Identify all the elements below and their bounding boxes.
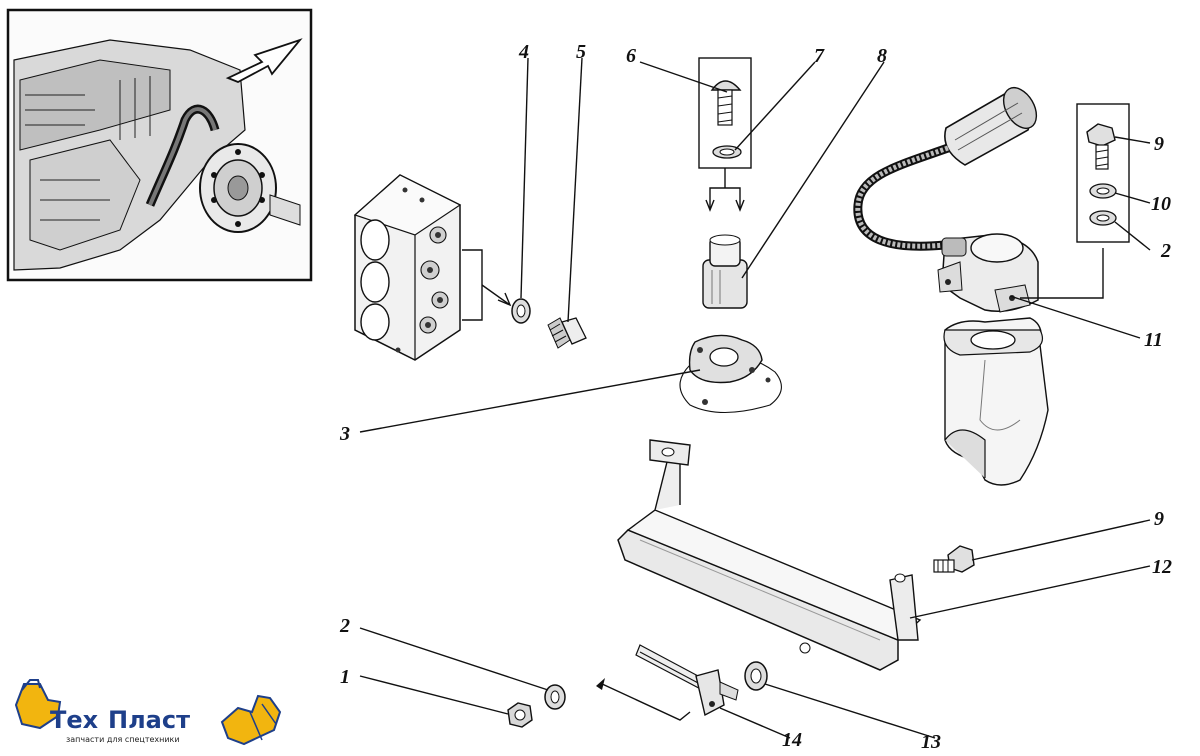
callout-10: 10 <box>1151 193 1171 215</box>
callout-9b: 9 <box>1154 508 1164 530</box>
location-arrow-icon <box>225 38 303 83</box>
callout-14: 14 <box>782 729 802 751</box>
callout-4: 4 <box>518 41 529 63</box>
nut-1 <box>359 675 533 728</box>
screw-6-box <box>639 57 816 212</box>
engine-inset <box>6 8 313 282</box>
logo-name-part2: Пласт <box>108 706 190 734</box>
callout-7: 7 <box>814 45 825 67</box>
callout-11: 11 <box>1144 329 1163 351</box>
plug-5 <box>547 57 587 349</box>
callout-3: 3 <box>339 423 350 445</box>
washer-13 <box>744 661 936 739</box>
callout-9a: 9 <box>1154 133 1164 155</box>
callout-8: 8 <box>877 45 887 67</box>
cylinder-8 <box>702 61 885 309</box>
callout-12: 12 <box>1152 556 1172 578</box>
techplast-logo: Тех Пласт запчасти для спецтехники <box>14 679 282 746</box>
logo-tagline: запчасти для спецтехники <box>66 735 180 744</box>
callout-labels: 1 2 2 3 4 5 6 7 8 9 9 10 11 12 13 14 <box>339 41 1172 753</box>
bracket-12 <box>617 439 1151 671</box>
mount-housing <box>943 317 1049 486</box>
callout-2b: 2 <box>1160 240 1171 262</box>
clamp-14 <box>596 644 791 739</box>
bolt-box <box>1076 103 1151 251</box>
washer-2-lower <box>359 627 566 710</box>
valve-block <box>353 174 512 361</box>
callout-2a: 2 <box>339 615 350 637</box>
logo-name-part1: Тех <box>50 706 99 734</box>
bolt-9-lower <box>933 519 1151 573</box>
callout-6: 6 <box>626 45 636 67</box>
gasket-3 <box>359 334 782 433</box>
callout-13: 13 <box>921 731 941 753</box>
callout-5: 5 <box>576 41 586 63</box>
callout-1: 1 <box>340 666 350 688</box>
sensor-11 <box>853 87 1141 339</box>
